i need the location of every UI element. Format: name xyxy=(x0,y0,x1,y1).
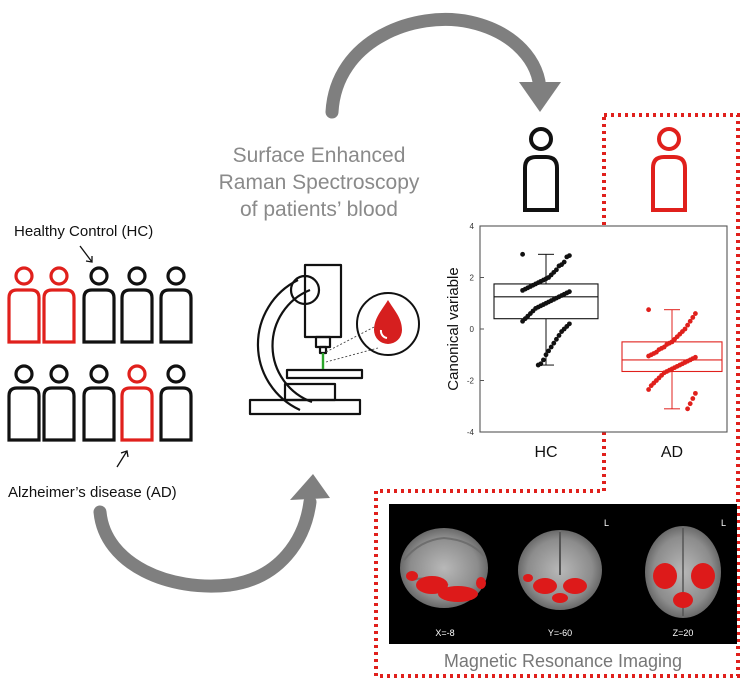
data-point xyxy=(556,333,562,338)
y-tick-label: 4 xyxy=(470,222,475,231)
title-line-1: Surface Enhanced xyxy=(233,144,406,167)
hc-patient-icon xyxy=(523,127,559,212)
data-point xyxy=(554,336,559,342)
top-curved-arrow xyxy=(325,12,561,119)
ad-label: Alzheimer’s disease (AD) xyxy=(8,484,177,501)
person-icon-hc xyxy=(120,266,154,344)
data-point xyxy=(690,396,696,401)
data-point xyxy=(551,340,557,346)
data-point xyxy=(646,353,651,359)
data-point xyxy=(693,390,698,396)
title-line-3: of patients’ blood xyxy=(240,198,398,221)
mri-coronal-label: Y=-60 xyxy=(548,628,572,638)
hc-label: Healthy Control (HC) xyxy=(14,223,153,240)
chart-frame xyxy=(479,225,728,433)
patient-crowd xyxy=(7,266,193,442)
data-point xyxy=(520,318,525,324)
box-iqr xyxy=(493,283,599,320)
data-point xyxy=(648,383,654,389)
person-icon-ad xyxy=(120,364,154,442)
mri-coronal-slice: Y=-60 L xyxy=(518,518,609,638)
mri-sagittal-label: X=-8 xyxy=(435,628,454,638)
ad-pointer-arrow xyxy=(116,450,129,468)
hc-pointer-arrow xyxy=(79,245,93,263)
y-tick-label: -2 xyxy=(467,377,475,386)
box-ad xyxy=(621,307,723,412)
mri-caption: Magnetic Resonance Imaging xyxy=(444,651,682,671)
y-axis-label: Canonical variable xyxy=(445,267,462,390)
data-point xyxy=(548,344,554,350)
data-point xyxy=(690,315,696,320)
data-point xyxy=(564,254,570,260)
data-point xyxy=(556,263,562,269)
mri-axial-label: Z=20 xyxy=(673,628,694,638)
data-point xyxy=(543,352,549,358)
data-point xyxy=(687,401,693,407)
data-point xyxy=(646,307,651,313)
person-icon-hc xyxy=(7,364,41,442)
ad-patient-icon xyxy=(651,127,687,212)
person-icon-hc xyxy=(82,266,116,344)
canonical-variable-boxplot: Canonical variable 4 2 0 -2 -4 HC AD xyxy=(445,222,728,461)
y-tick-label: 0 xyxy=(470,325,475,334)
x-category-hc: HC xyxy=(534,444,557,461)
blood-drop-icon xyxy=(374,300,402,344)
microscope-icon xyxy=(248,263,420,416)
mri-sagittal-slice: X=-8 xyxy=(400,528,488,638)
person-icon-hc xyxy=(159,364,193,442)
x-category-ad: AD xyxy=(661,444,683,461)
person-icon-hc xyxy=(82,364,116,442)
person-icon-ad xyxy=(7,266,41,344)
sers-title: Surface Enhanced Raman Spectroscopy of p… xyxy=(219,144,420,221)
box-hc xyxy=(493,251,599,368)
mri-panel: X=-8 Y=-60 L Z=20 L xyxy=(389,504,737,644)
data-point xyxy=(685,322,690,328)
person-icon-hc xyxy=(159,266,193,344)
data-point xyxy=(646,387,651,392)
mri-coronal-orientation: L xyxy=(604,518,609,528)
mri-axial-orientation: L xyxy=(721,518,726,528)
data-point xyxy=(535,362,541,368)
data-point xyxy=(687,318,693,324)
y-tick-label: -4 xyxy=(467,428,475,437)
data-point xyxy=(559,329,564,334)
person-icon-ad xyxy=(42,266,76,344)
data-point xyxy=(520,287,525,293)
data-point xyxy=(520,251,525,257)
y-tick-label: 2 xyxy=(470,274,475,283)
data-point xyxy=(693,311,698,316)
person-icon-hc xyxy=(42,364,76,442)
data-point xyxy=(546,348,551,354)
data-point xyxy=(541,357,546,363)
bottom-curved-arrow xyxy=(93,474,330,593)
ad-dotted-frame xyxy=(374,113,740,678)
mri-axial-slice: Z=20 L xyxy=(645,518,726,638)
title-line-2: Raman Spectroscopy xyxy=(219,171,420,194)
data-point xyxy=(685,406,690,412)
